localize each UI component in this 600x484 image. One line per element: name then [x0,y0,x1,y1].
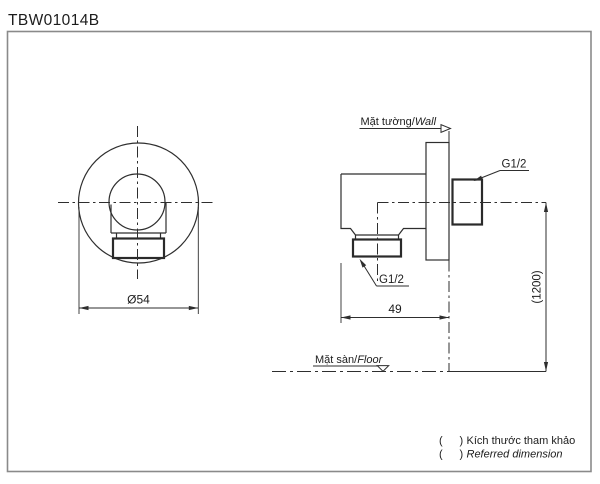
thread-label: G1/2 [379,274,404,286]
dimension-label: 49 [388,302,402,316]
leader-arrow [473,175,483,181]
dimension-arrow [341,315,351,320]
dimension-arrow [543,202,549,212]
dimension-arrow [543,362,549,372]
legend-paren-open: ( [439,449,443,461]
level-triangle-icon [376,365,390,373]
front-view: Ø54 [58,126,215,314]
wall-callout: Mặt tường/Wall [359,116,452,134]
dimension-arrow [188,305,199,311]
legend: ( ) Kích thước tham khảo ( ) Referred di… [439,435,575,461]
thread-label: G1/2 [502,159,527,171]
dimension-label: Ø54 [127,293,150,307]
legend-paren-open: ( [439,435,443,447]
legend-paren-close: ) [460,449,464,461]
thread-callout-bottom: G1/2 [359,258,409,287]
wall-arrow-icon [440,123,452,134]
dimension-label: (1200) [532,270,544,303]
wall-plate-circle [77,142,200,264]
dim-diameter: Ø54 [78,207,199,314]
body-outline [340,173,426,236]
wall-flange [425,141,450,261]
dim-height: (1200) [532,202,549,372]
leader-arrow [359,258,367,268]
model-number-title: TBW01014B [8,12,99,29]
wall-label: Mặt tường/Wall [361,116,437,128]
dimension-arrow [79,305,89,311]
dimension-arrow [439,315,449,320]
legend-note-en: Referred dimension [467,449,563,461]
legend-paren-close: ) [460,435,464,447]
outlet-nut [111,237,166,260]
side-view: Mặt tường/Wall G1/2 G1/2 49 [272,116,549,373]
thread-callout-top: G1/2 [473,159,529,181]
drawing-frame [6,30,592,473]
dim-depth: 49 [340,263,449,323]
legend-note-vi: Kích thước tham khảo [467,435,576,447]
floor-callout: Mặt sàn/Floor [272,354,546,373]
floor-label: Mặt sàn/Floor [315,354,384,366]
